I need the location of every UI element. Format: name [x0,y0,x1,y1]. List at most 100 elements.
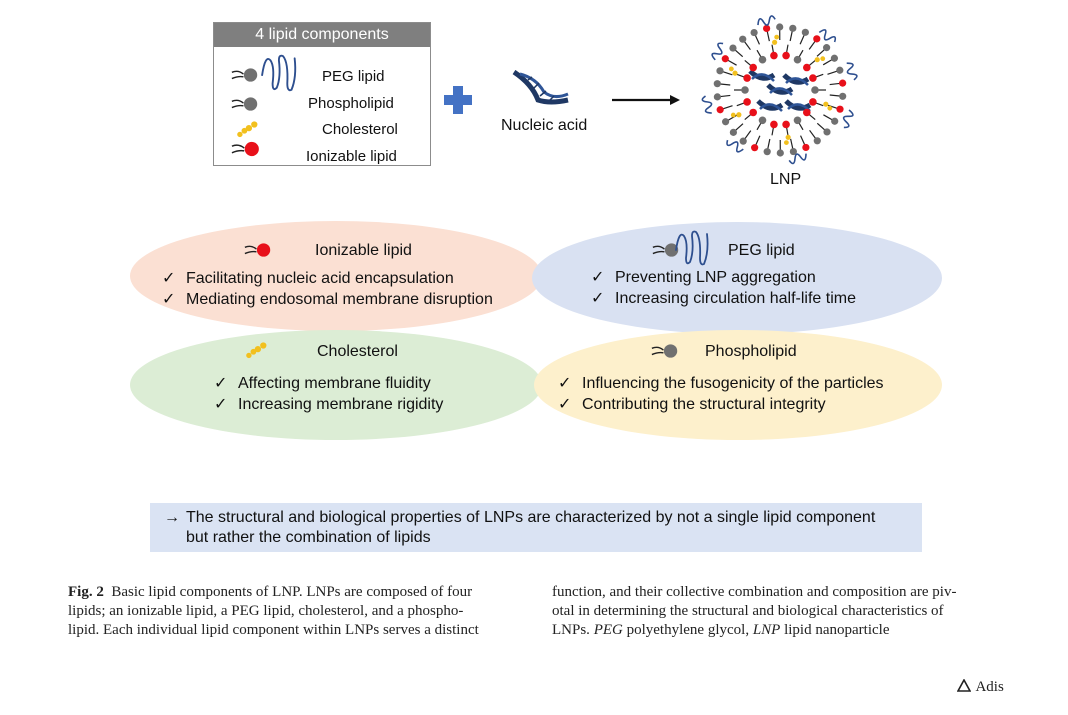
lnp-nucleic-acid [759,103,783,112]
lnp-lipid-head [763,148,771,156]
ionizable-item-2-text: Mediating endosomal membrane disruption [186,291,493,308]
lnp-lipid-tail [790,138,794,149]
lnp-lipid-tail [720,94,731,98]
legend-cholesterol: Cholesterol [322,121,398,138]
lnp-nucleic-acid [785,77,809,86]
lnp-lipid-tail [771,44,774,53]
check-icon: ✓ [162,291,176,308]
lipid-components-legend: 4 lipid components PEG lipid Phospholipi… [213,22,431,166]
lnp-lipid-tail [771,127,774,136]
lnp-lipid-head [803,63,811,72]
summary-line-2: but rather the combination of lipids [186,529,431,546]
lnp-lipid-tail [722,71,733,76]
lnp-peg-chain [788,153,807,165]
caption-line: Basic lipid components of LNP. LNPs are … [111,584,473,600]
lnp-lipid-tail [756,122,762,131]
phospholipid-ellipse [534,330,942,440]
def-peg: polyethylene glycol, [626,622,750,638]
lnp-lipid-tail [829,82,840,86]
phospholipid-title: Phospholipid [705,343,797,360]
ionizable-item-1-text: Facilitating nucleic acid encapsulation [186,270,454,287]
lnp-lipid-head [741,86,749,94]
lnp-cholesterol [732,70,738,76]
lnp-lipid-head [839,79,847,87]
lnp-nucleic-acid [756,99,784,111]
phospholipid-item-1: ✓ Influencing the fusogenicity of the par… [558,374,884,394]
caption-line: lipid. Each individual lipid component w… [68,622,479,638]
lnp-cholesterol [774,34,780,40]
publisher-logo: Adis [956,678,1004,696]
caption-line: lipids; an ionizable lipid, a PEG lipid,… [68,603,464,619]
lnp-lipid-head [729,44,737,52]
lnp-lipid-head [716,106,724,114]
publisher-name: Adis [975,679,1004,695]
lnp-lipid-head [813,137,821,145]
phospholipid-item-1-text: Influencing the fusogenicity of the part… [582,375,884,392]
lnp-lipid-head [793,55,802,64]
cholesterol-item-2-text: Increasing membrane rigidity [238,396,444,413]
lnp-cholesterol [730,112,736,118]
peg-lipid-icon [231,66,263,84]
lnp-lipid-tail [827,70,838,75]
lnp-peg-chain [818,29,837,43]
lnp-lipid-head [758,55,767,64]
lnp-lipid-head [789,147,797,156]
lnp-lipid-head [789,24,797,32]
ionizable-lipid-ellipse [130,221,542,331]
nucleic-acid-label: Nucleic acid [501,117,588,134]
peg-item-2: ✓Increasing circulation half-life time [591,289,856,309]
adis-logo-icon [956,678,972,692]
check-icon: ✓ [214,375,228,392]
lnp-lipid-head [716,67,724,75]
lnp-lipid-head [809,98,817,106]
lnp-lipid-head [721,55,729,63]
lnp-cholesterol [820,56,826,62]
ionizable-lipid-icon [231,139,265,159]
lnp-cholesterol [785,134,791,140]
lnp-lipid-tail [744,41,751,51]
lnp-lipid-head [809,74,817,82]
lnp-lipid-head [758,116,767,125]
peg-chain-icon [260,51,302,95]
nucleic-acid-icon [512,70,569,105]
caption-line: LNPs. PEG polyethylene glycol, LNP lipid… [552,621,1008,640]
lnp-lipid-head [836,66,844,74]
lnp-peg-chain [842,109,854,129]
lnp-cholesterol [814,57,820,63]
legend-phospholipid: Phospholipid [308,95,394,112]
lnp-lipid-tail [744,59,752,67]
lnp-lipid-tail [816,49,825,57]
peg-item-1: ✓Preventing LNP aggregation [591,268,816,288]
arrow-right-icon [612,95,680,105]
caption-line: function, and their collective combinati… [552,584,957,600]
lnp-lipid-tail [734,49,744,58]
lnp-lipid-head [770,120,778,129]
lnp-lipid-head [776,149,784,157]
phospholipid-item-2-text: Contributing the structural integrity [582,396,826,413]
lnp-lipid-tail [744,113,752,121]
check-icon: ✓ [558,375,572,392]
lnp-lipid-tail [736,73,745,78]
lnp-lipid-tail [815,73,824,78]
lnp-lipid-head [739,35,747,43]
lnp-peg-chain [711,42,724,61]
lnp-lipid-tail [722,105,733,110]
lnp-lipid-tail [766,31,770,42]
lnp-nucleic-acid [769,87,793,96]
legend-peg-lipid: PEG lipid [322,68,385,85]
abbr-peg: PEG [593,622,623,638]
lnp-lipid-head [823,128,831,136]
cholesterol-item-2: ✓Increasing membrane rigidity [214,395,443,415]
plus-icon [444,86,472,114]
lnp-lipid-tail [786,127,789,136]
check-icon: ✓ [162,270,176,287]
lnp-lipid-head [749,63,757,72]
lnp-nucleic-acid [784,99,812,111]
lnp-lipid-tail [786,44,789,53]
lnp-lipid-head [721,118,730,126]
lnp-lipid-head [823,44,831,52]
lnp-lipid-head [782,51,790,60]
peg-item-2-text: Increasing circulation half-life time [615,290,856,307]
legend-ionizable-lipid: Ionizable lipid [306,148,397,165]
phospholipid-item-2: ✓Contributing the structural integrity [558,395,826,415]
